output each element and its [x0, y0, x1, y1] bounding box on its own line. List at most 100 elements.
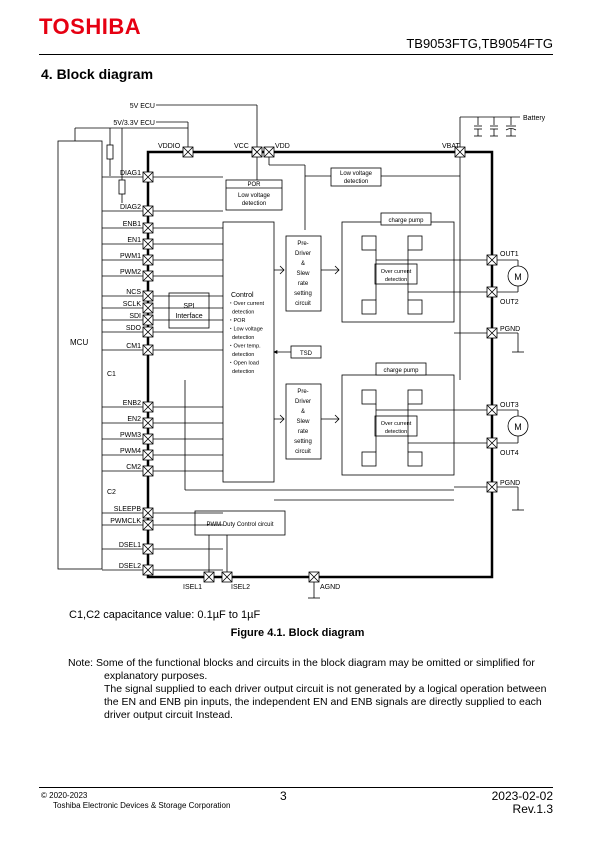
left-pins — [102, 171, 223, 576]
company-name: Toshiba Electronic Devices & Storage Cor… — [53, 801, 231, 810]
pin-enb2: ENB2 — [123, 400, 141, 407]
pin-pwm4: PWM4 — [120, 448, 141, 455]
motor-1 — [507, 265, 529, 287]
control-item-8: detection — [232, 369, 254, 375]
pin-vddio: VDDIO — [158, 143, 181, 150]
note-line-3: The signal supplied to each driver outpu… — [104, 683, 547, 695]
note-line-2: explanatory purposes. — [104, 670, 208, 682]
motor-1-label: M — [514, 272, 522, 282]
pd2-line-1: Driver — [295, 399, 311, 405]
pin-isel1: ISEL1 — [183, 584, 202, 591]
lv-right-block — [330, 167, 382, 187]
doc-date: 2023-02-02 — [491, 789, 553, 803]
pin-sleepb: SLEEPB — [114, 506, 142, 513]
pin-out4: OUT4 — [500, 450, 519, 457]
transistors-bridge-1 — [361, 235, 492, 315]
pin-vdd: VDD — [275, 143, 290, 150]
pin-out3: OUT3 — [500, 402, 519, 409]
pd2-line-2: & — [301, 409, 305, 415]
control-item-2: ・POR — [228, 318, 245, 324]
note-line-4: the EN and ENB pin inputs, the independe… — [104, 696, 542, 708]
right-pin-boxes — [486, 254, 498, 493]
pin-sdo: SDO — [126, 325, 142, 332]
control-item-4: detection — [232, 335, 254, 341]
pin-pwm3: PWM3 — [120, 432, 141, 439]
mcu-block — [57, 140, 103, 570]
pwm-duty-label: PWM Duty Control circuit — [206, 522, 273, 528]
footer-divider — [39, 787, 553, 788]
copyright: © 2020-2023 — [41, 791, 88, 800]
pin-cm2: CM2 — [126, 464, 141, 471]
control-item-1: detection — [232, 310, 254, 316]
pin-sclk: SCLK — [123, 301, 142, 308]
predriver-1 — [285, 235, 322, 312]
pin-agnd: AGND — [320, 584, 340, 591]
pin-en2: EN2 — [127, 416, 141, 423]
bottom-pin-boxes — [203, 571, 320, 583]
supply-5v: 5V ECU — [130, 103, 155, 110]
pin-en1: EN1 — [127, 237, 141, 244]
control-item-0: ・Over current — [228, 301, 265, 307]
pin-dsel2: DSEL2 — [119, 563, 141, 570]
pin-out2: OUT2 — [500, 299, 519, 306]
block-diagram: DIAG1DIAG2ENB1EN1PWM1PWM2NCSSCLKSDISDOCM… — [57, 103, 546, 599]
pd2-line-3: Slew — [296, 419, 310, 425]
control-title: Control — [231, 292, 254, 299]
supply-33v: 5V/3.3V ECU — [113, 120, 155, 127]
spi-1: SPI — [183, 303, 194, 310]
overcurrent-1 — [374, 263, 418, 285]
revision: Rev.1.3 — [512, 802, 553, 816]
pd2-line-5: setting — [294, 439, 312, 445]
pin-pgnd1: PGND — [500, 326, 520, 333]
pin-vbat: VBAT — [442, 143, 460, 150]
charge-pump-2 — [375, 362, 427, 376]
note-line-5: driver output circuit Instead. — [104, 709, 233, 721]
overcurrent-2 — [374, 415, 418, 437]
pin-dsel1: DSEL1 — [119, 542, 141, 549]
top-pin-boxes — [182, 146, 466, 158]
mcu-label: MCU — [70, 338, 88, 347]
pin-cm1: CM1 — [126, 343, 141, 350]
pin-ncs: NCS — [126, 289, 141, 296]
ic-outline — [146, 150, 494, 579]
note-block: Note: Some of the functional blocks and … — [68, 657, 548, 722]
pin-pwm2: PWM2 — [120, 269, 141, 276]
charge-pump-1-label: charge pump — [388, 218, 424, 224]
pd1-line-6: circuit — [295, 301, 311, 307]
lv-inner-1: Low voltage — [238, 193, 271, 199]
control-item-6: detection — [232, 352, 254, 358]
pin-pwm1: PWM1 — [120, 253, 141, 260]
pd1-line-1: Driver — [295, 251, 311, 257]
lv-right-2: detection — [344, 179, 368, 185]
spi-block — [168, 292, 210, 329]
battery-label: Battery — [523, 115, 546, 122]
note-line-1: Note: Some of the functional blocks and … — [68, 657, 535, 669]
charge-pump-2-label: charge pump — [383, 368, 419, 374]
figure-caption: Figure 4.1. Block diagram — [230, 627, 365, 639]
header-divider — [39, 54, 553, 55]
toshiba-logo: TOSHIBA — [39, 14, 142, 39]
pin-pwmclk: PWMCLK — [110, 518, 141, 525]
lv-right-1: Low voltage — [340, 171, 373, 177]
pin-diag2: DIAG2 — [120, 204, 141, 211]
por-label: POR — [247, 182, 261, 188]
control-item-5: ・Over temp. — [228, 344, 261, 350]
charge-pump-1 — [380, 212, 432, 226]
pin-vcc: VCC — [234, 143, 249, 150]
spi-2: Interface — [175, 313, 202, 320]
oc1-1: Over current — [381, 269, 412, 275]
pd1-line-0: Pre- — [297, 241, 308, 247]
pd1-line-3: Slew — [296, 271, 310, 277]
pd1-line-4: rate — [298, 281, 309, 287]
pd2-line-6: circuit — [295, 449, 311, 455]
pd2-line-0: Pre- — [297, 389, 308, 395]
lv-inner-2: detection — [242, 201, 266, 207]
tsd-label: TSD — [300, 351, 313, 357]
section-title: 4. Block diagram — [41, 66, 154, 82]
motor-2 — [507, 415, 529, 437]
oc2-2: detection — [385, 429, 407, 435]
oc2-1: Over current — [381, 421, 412, 427]
c2-label: C2 — [107, 489, 116, 496]
pd1-line-2: & — [301, 261, 305, 267]
pd1-line-5: setting — [294, 291, 312, 297]
